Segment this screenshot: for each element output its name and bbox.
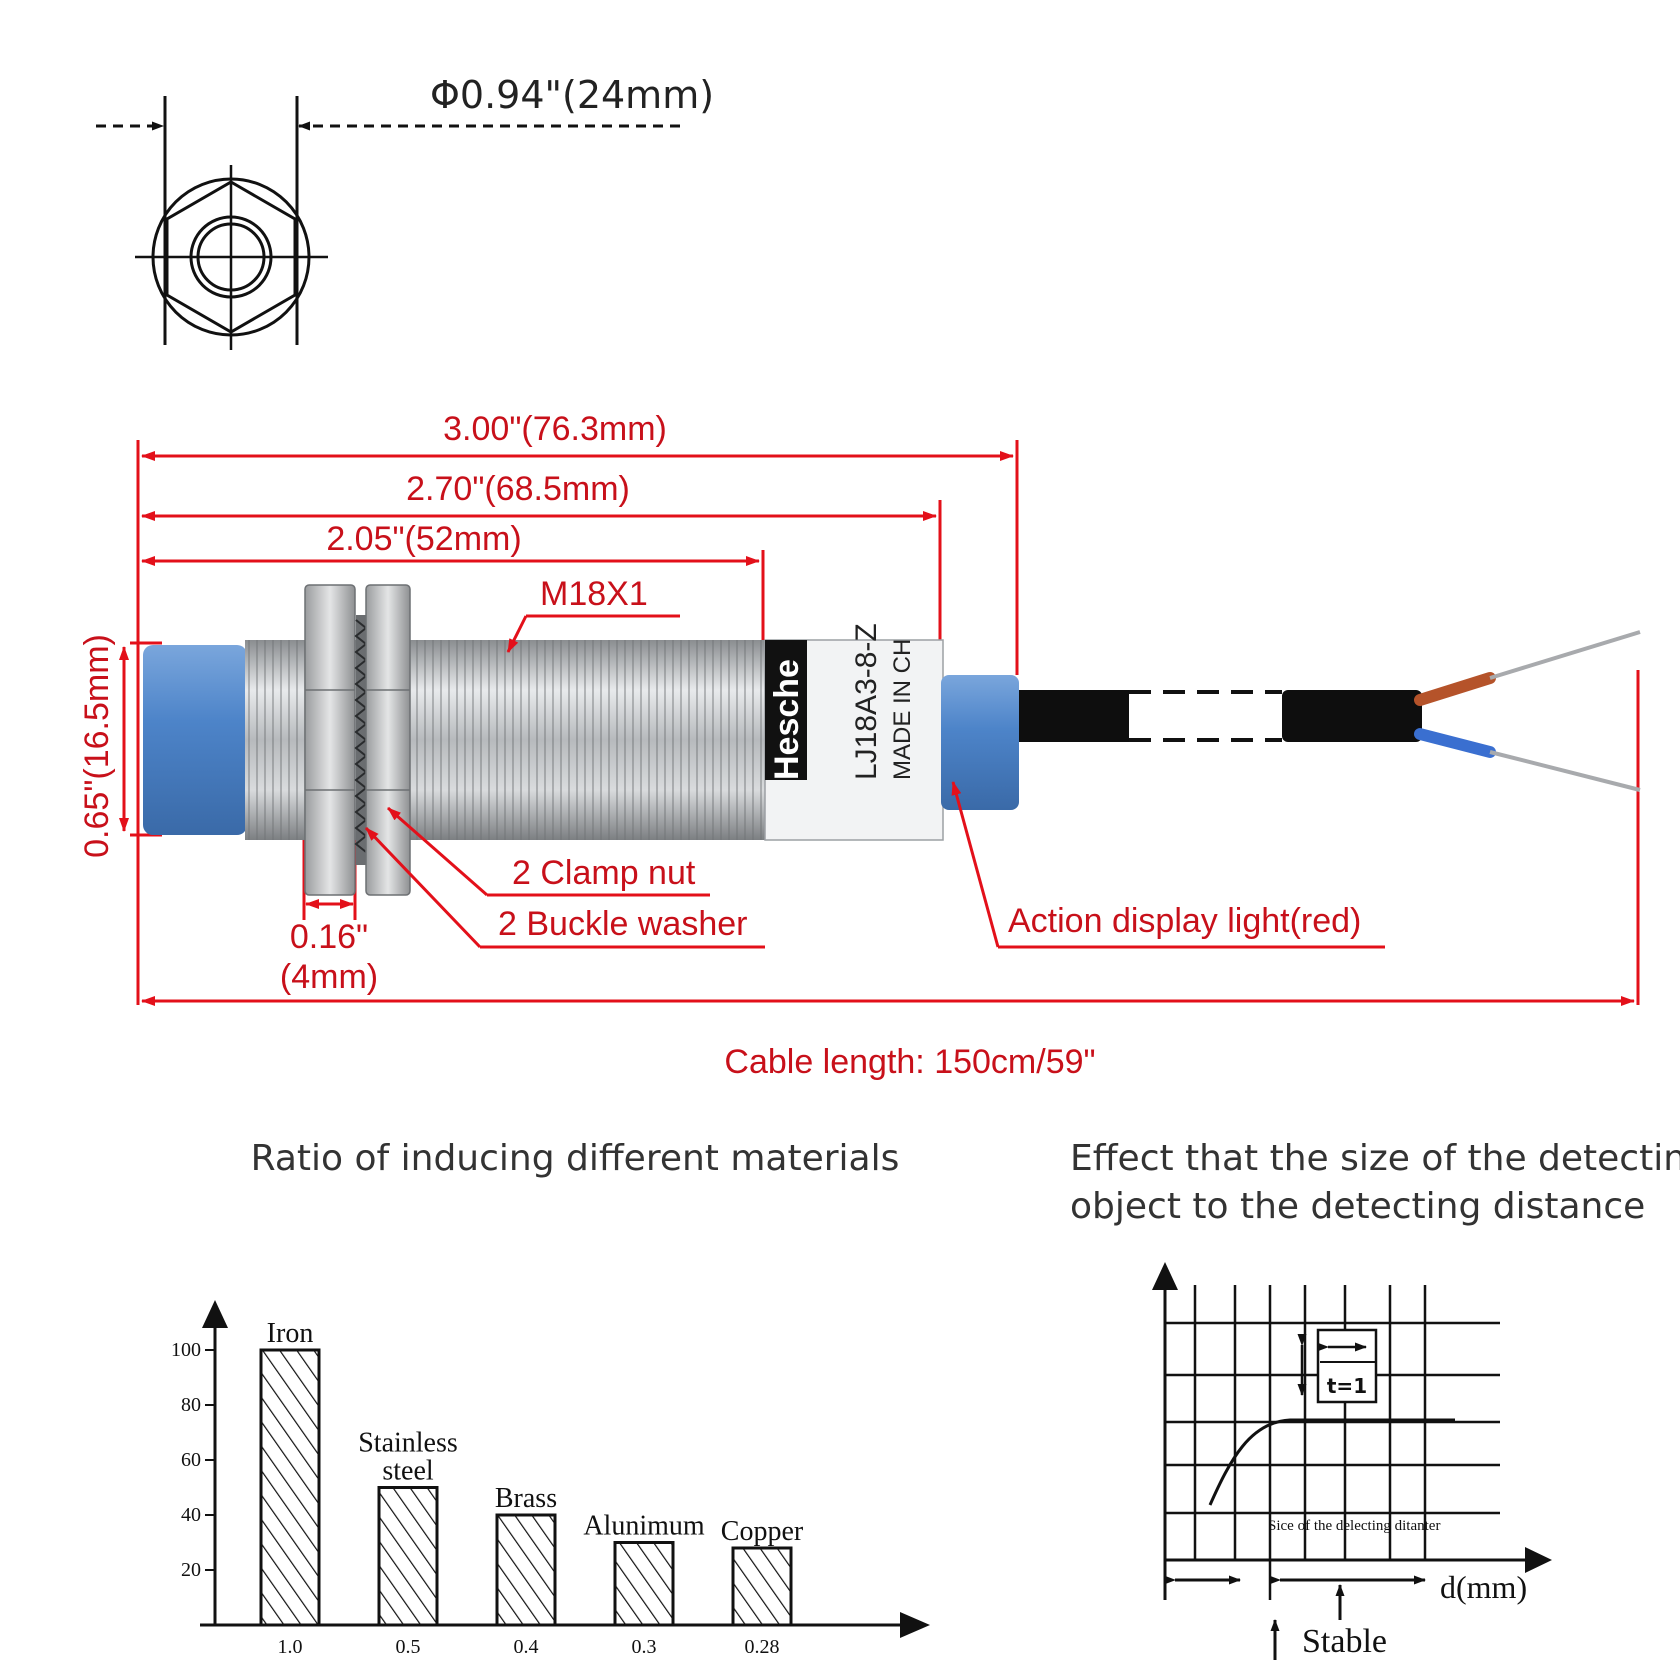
thread-spec-leader [506, 615, 528, 653]
y-axis-arrowhead [202, 1300, 228, 1328]
cable [1019, 630, 1641, 792]
distance-y-arrowhead [1152, 1262, 1178, 1290]
model-text: LJ18A3-8-Z [850, 623, 883, 780]
t-box-label: t=1 [1327, 1374, 1367, 1398]
y-tick-label-4: 100 [171, 1339, 201, 1361]
action-light-leader [951, 781, 1000, 948]
thread-spec-label: M18X1 [540, 575, 648, 613]
x-tick-label-1: 0.5 [396, 1636, 421, 1658]
distance-x-arrowhead [1525, 1547, 1552, 1573]
brown-wire-strands [1489, 630, 1641, 680]
total-length-label: 3.00"(76.3mm) [443, 410, 667, 448]
blue-wire [1414, 728, 1496, 758]
action-light-label: Action display light(red) [1008, 902, 1361, 940]
detection-curve [1208, 1418, 1455, 1506]
stable-label: Stable [1302, 1623, 1387, 1660]
bar-category-label-4-0: Copper [721, 1516, 804, 1547]
clamp-nut-2 [365, 584, 411, 896]
x-axis-arrowhead [900, 1612, 930, 1638]
x-tick-label-0: 1.0 [278, 1636, 303, 1658]
brand-strip [765, 640, 807, 780]
inner-caption: Sice of the delecting ditanter [1268, 1518, 1440, 1534]
y-tick-label-1: 40 [181, 1504, 201, 1526]
body-length-label: 2.70"(68.5mm) [406, 470, 630, 508]
washer-teeth [354, 619, 368, 853]
thread-length-label: 2.05"(52mm) [326, 520, 521, 558]
clamp-nut-label: 2 Clamp nut [512, 854, 696, 892]
front-blue-cap [143, 645, 247, 835]
y-tick-label-3: 80 [181, 1394, 201, 1416]
bar-category-label-0-0: Iron [267, 1318, 314, 1349]
rear-blue-cap [941, 675, 1019, 810]
dimension-lines: 3.00"(76.3mm) 2.70"(68.5mm) 2.05"(52mm) … [78, 410, 1640, 1081]
bar-category-label-2-0: Brass [495, 1483, 557, 1514]
clamp-nut-leader [387, 806, 488, 897]
cable-length-label: Cable length: 150cm/59" [724, 1043, 1095, 1081]
materials-bar-chart: Ratio of inducing different materials 20… [171, 1138, 930, 1658]
height-label: 0.65"(16.5mm) [78, 634, 116, 858]
top-view-drawing: Φ0.94"(24mm) [96, 73, 714, 350]
distance-title-line2: object to the detecting distance [1070, 1186, 1645, 1227]
cable-segment-right [1282, 690, 1422, 742]
buckle-washer [356, 615, 366, 865]
x-axis-label: d(mm) [1440, 1569, 1527, 1605]
nut-width-label-line1: 0.16" [290, 918, 368, 956]
bar-category-label-3-0: Alunimum [583, 1511, 705, 1542]
bar-4 [731, 1546, 793, 1627]
brown-wire [1414, 672, 1496, 706]
nut-width-label-line2: (4mm) [280, 958, 378, 996]
bar-0 [259, 1348, 321, 1627]
t-equals-1-box [1316, 1328, 1378, 1404]
bar-2 [495, 1513, 557, 1627]
distance-title-line1: Effect that the size of the detecting [1070, 1138, 1680, 1179]
clamp-nut-1 [304, 584, 356, 896]
bar-1 [377, 1486, 439, 1627]
made-in-text: MADE IN CH [889, 639, 916, 780]
sensor-body: Hesche LJ18A3-8-Z MADE IN CH [143, 584, 1019, 896]
bar-category-label-1-1: steel [382, 1456, 434, 1487]
y-tick-label-2: 60 [181, 1449, 201, 1471]
buckle-washer-label: 2 Buckle washer [498, 905, 747, 943]
cable-segment-left [1019, 690, 1129, 742]
bar-3 [613, 1541, 675, 1627]
x-tick-label-4: 0.28 [745, 1636, 780, 1658]
brand-text: Hesche [768, 659, 806, 780]
x-tick-label-3: 0.3 [632, 1636, 657, 1658]
bar-category-label-1-0: Stainless [358, 1428, 458, 1459]
x-tick-label-2: 0.4 [514, 1636, 539, 1658]
callouts: M18X1 2 Clamp nut 2 Buckle washer Action… [364, 575, 1385, 949]
distance-diagram: Effect that the size of the detecting ob… [1070, 1138, 1680, 1660]
blue-wire-strands [1489, 750, 1641, 792]
diameter-label: Φ0.94"(24mm) [430, 73, 714, 117]
bar-chart-title: Ratio of inducing different materials [251, 1138, 900, 1179]
y-tick-label-0: 20 [181, 1559, 201, 1581]
buckle-washer-leader [364, 826, 482, 949]
